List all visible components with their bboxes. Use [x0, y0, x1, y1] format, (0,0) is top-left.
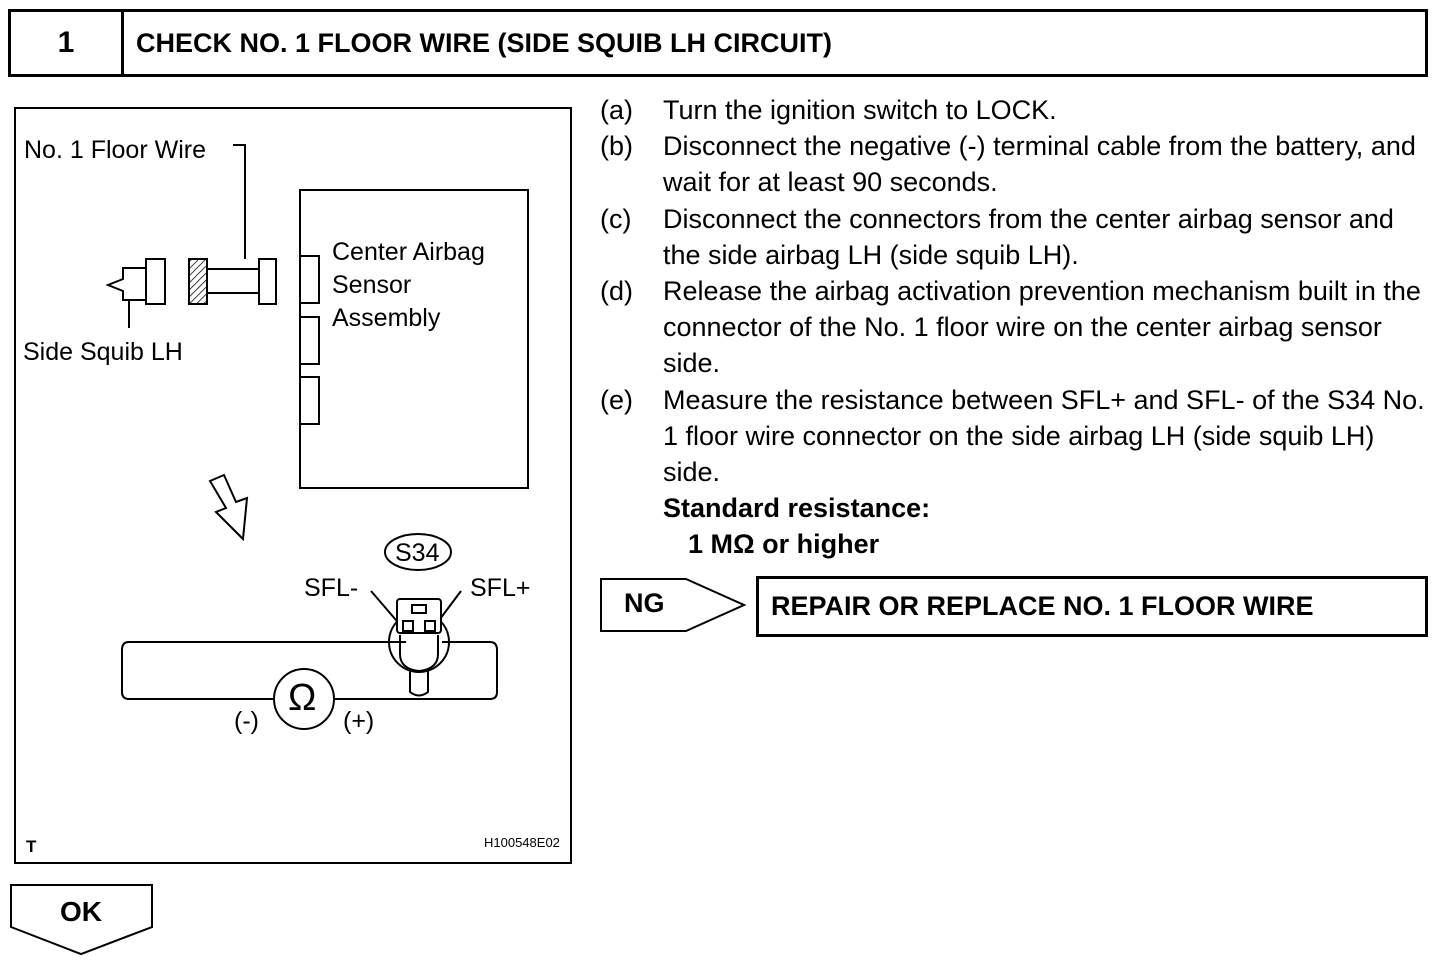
squib-connector	[145, 258, 166, 305]
ng-label: NG	[624, 588, 665, 618]
floor-wire-leader	[233, 144, 246, 259]
ohmmeter-circle	[273, 668, 335, 730]
sensor-body	[299, 189, 529, 489]
down-arrow	[208, 473, 249, 542]
step-item: (c) Disconnect the connectors from the c…	[600, 201, 1430, 273]
wiring-illustration: No. 1 Floor Wire Side Squib LH Center Ai…	[14, 107, 572, 864]
floor-wire-sensor-end	[258, 258, 277, 305]
ok-label: OK	[60, 896, 102, 927]
negative-lead-label: (-)	[234, 707, 259, 735]
sfl-minus-label: SFL-	[304, 574, 359, 602]
step-letter: (a)	[600, 95, 633, 125]
standard-label: Standard resistance:	[663, 493, 931, 524]
step-letter: (b)	[600, 131, 633, 162]
step-text: Disconnect the connectors from the cente…	[663, 203, 1394, 270]
step-letter: (e)	[600, 384, 633, 415]
sensor-label-line1: Center Airbag	[332, 238, 485, 266]
ng-arrow-tag: NG	[600, 578, 747, 632]
ng-action-box: REPAIR OR REPLACE NO. 1 FLOOR WIRE	[756, 576, 1428, 637]
instruction-list: (a) Turn the ignition switch to LOCK. (b…	[600, 92, 1430, 563]
sfl-plus-label: SFL+	[470, 574, 531, 602]
side-squib-label: Side Squib LH	[23, 338, 183, 366]
connector-pin-right	[424, 620, 436, 632]
connector-pin-left	[402, 620, 414, 632]
connector-cable	[409, 669, 429, 697]
tester-loop	[121, 641, 498, 700]
sensor-label-line2: Sensor	[332, 271, 412, 299]
squib-plug-outline	[105, 267, 146, 301]
connector-body	[399, 635, 439, 673]
ok-arrow-icon	[10, 884, 153, 956]
sensor-connector-1	[299, 255, 320, 304]
floor-wire-hatched-end	[188, 258, 208, 305]
step-item: (a) Turn the ignition switch to LOCK.	[600, 92, 1430, 128]
step-text: Turn the ignition switch to LOCK.	[663, 95, 1057, 125]
wiring-diagram-svg	[105, 144, 529, 730]
sensor-label-line3: Assembly	[332, 304, 441, 332]
step-header: 1 CHECK NO. 1 FLOOR WIRE (SIDE SQUIB LH …	[8, 9, 1428, 77]
ohm-symbol: Ω	[288, 677, 317, 719]
step-letter: (c)	[600, 203, 632, 234]
connector-housing	[396, 598, 442, 634]
step-text: Release the airbag activation prevention…	[663, 276, 1421, 379]
step-item: (d) Release the airbag activation preven…	[600, 273, 1430, 382]
ok-arrow-tag: OK	[10, 884, 155, 956]
connector-code-label: S34	[395, 539, 440, 567]
corner-letter: T	[26, 837, 37, 856]
step-title: CHECK NO. 1 FLOOR WIRE (SIDE SQUIB LH CI…	[136, 27, 833, 58]
standard-value: 1 MΩ or higher	[688, 529, 880, 560]
connector-latch	[411, 604, 427, 614]
s34-ellipse	[384, 533, 452, 571]
step-text: Measure the resistance between SFL+ and …	[663, 384, 1425, 488]
figure-id: H100548E02	[484, 835, 560, 850]
step-letter: (d)	[600, 276, 633, 307]
step-number: 1	[11, 12, 124, 74]
step-item: (b) Disconnect the negative (-) terminal…	[600, 128, 1430, 200]
ng-arrow-icon	[600, 578, 747, 632]
step-text: Disconnect the negative (-) terminal cab…	[663, 131, 1416, 198]
floor-wire-body	[206, 268, 260, 294]
sensor-connector-3	[299, 376, 320, 425]
step-item: (e) Measure the resistance between SFL+ …	[600, 382, 1430, 491]
positive-lead-label: (+)	[343, 707, 375, 735]
sensor-connector-2	[299, 316, 320, 365]
floor-wire-label: No. 1 Floor Wire	[24, 136, 206, 164]
